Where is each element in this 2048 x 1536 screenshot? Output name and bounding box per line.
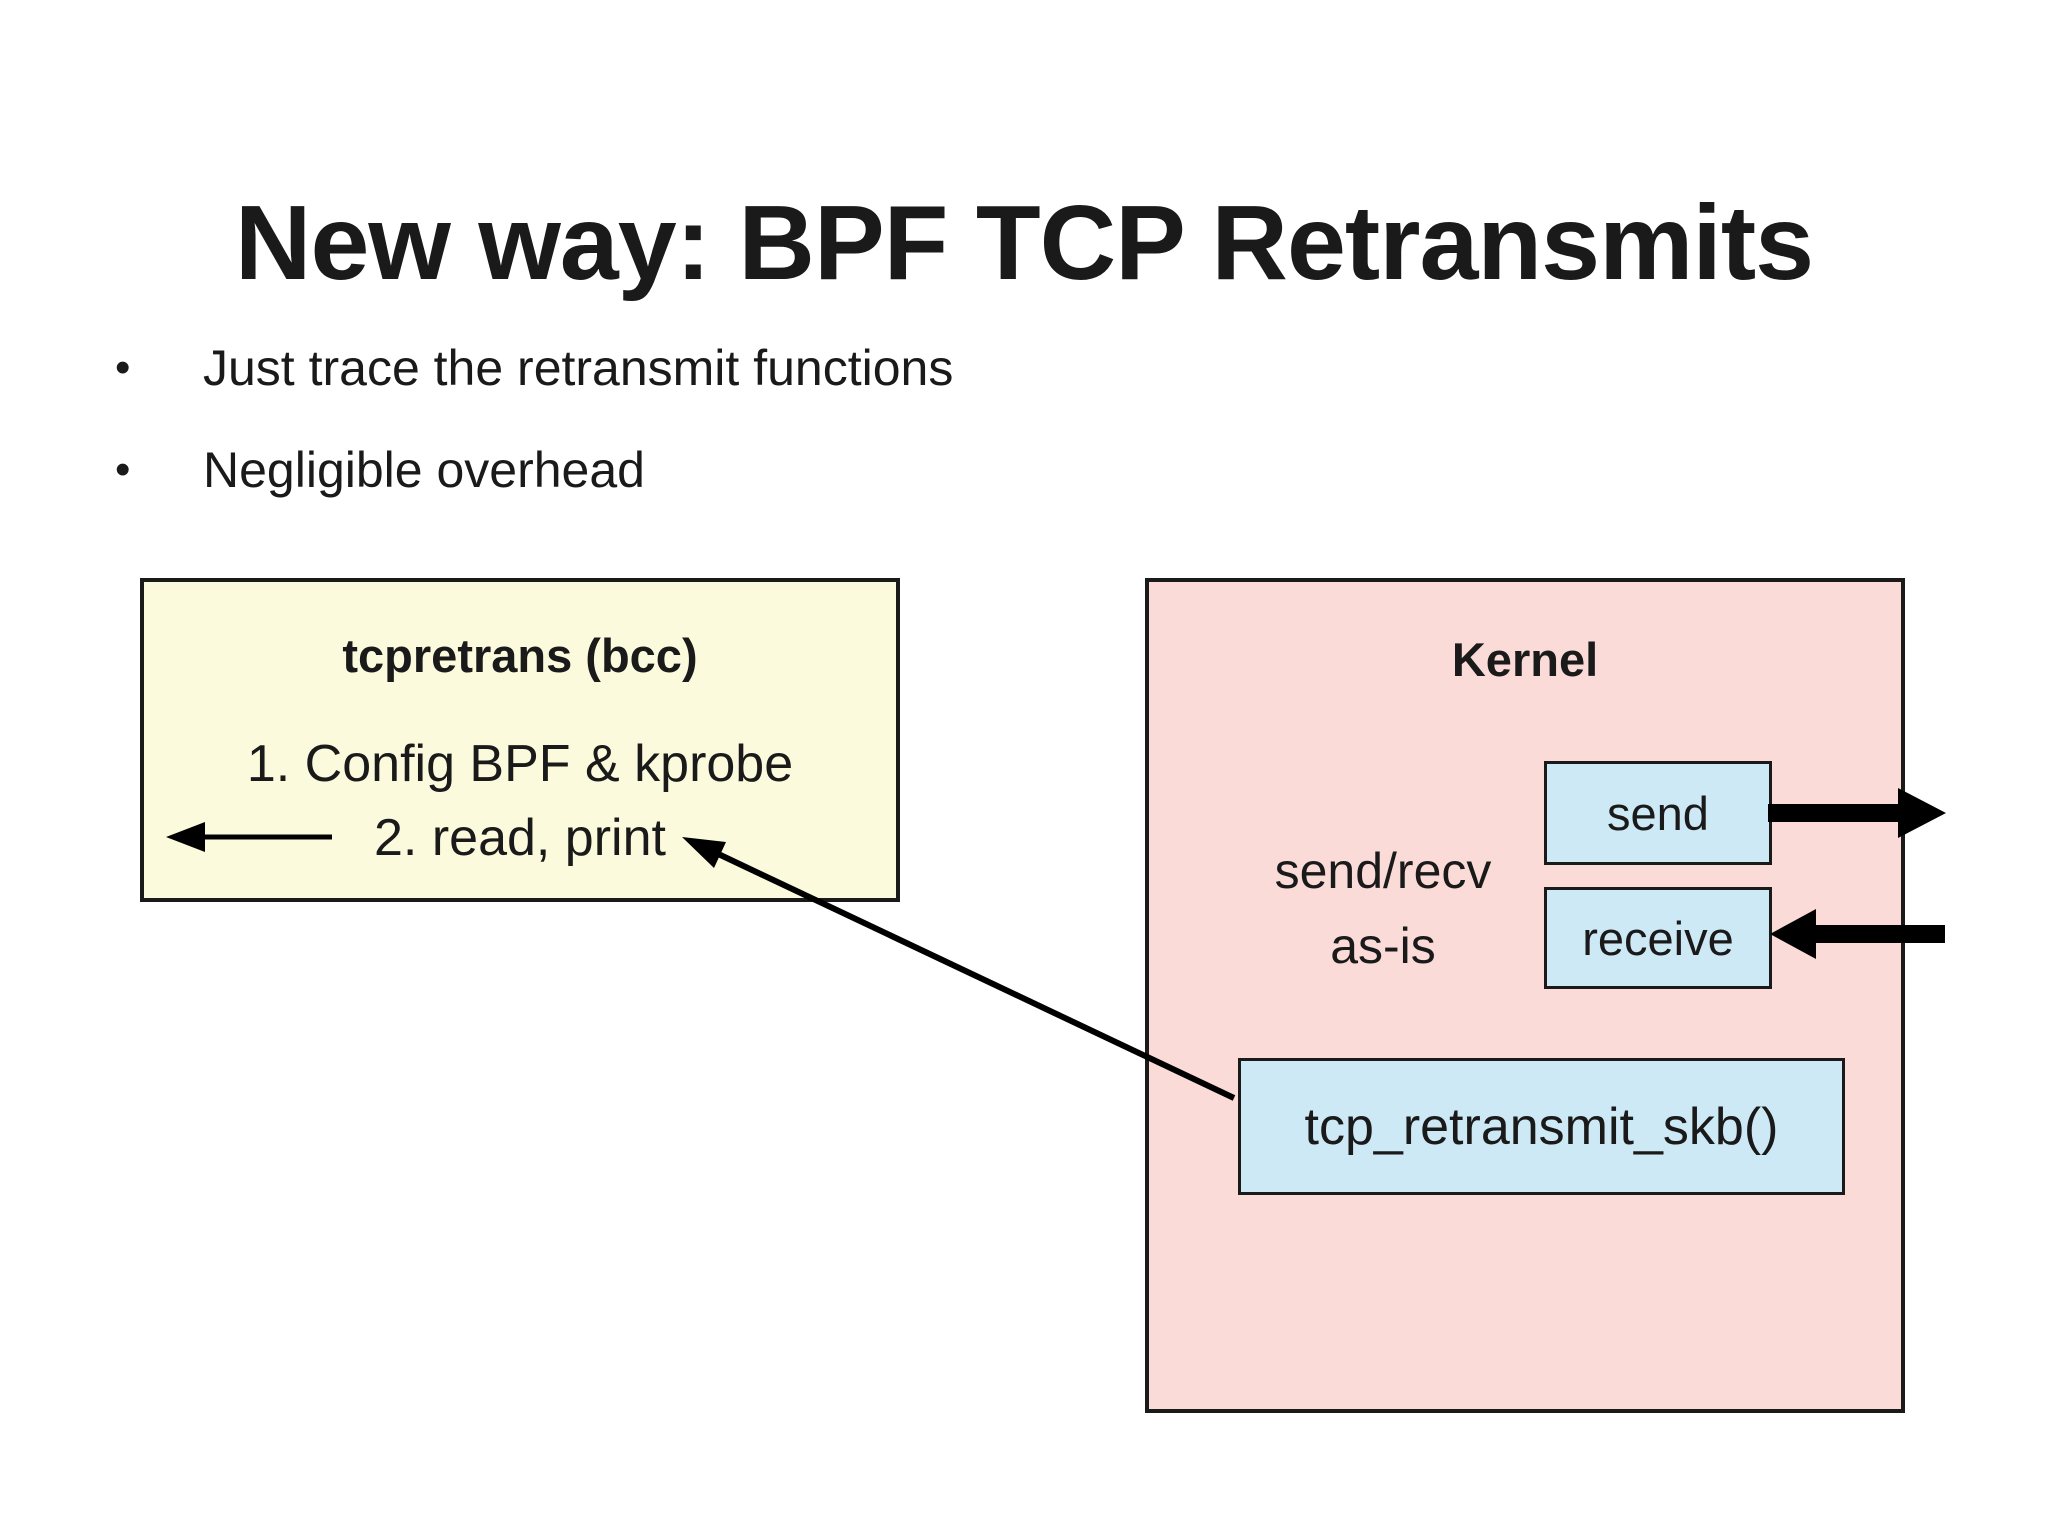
side-label-line1: send/recv [1274,843,1492,899]
kernel-box: Kernel send/recv as-is send receive tcp_… [1145,578,1905,1413]
bullet-list: • Just trace the retransmit functions • … [105,317,953,521]
bullet-text: Just trace the retransmit functions [203,340,954,396]
retransmit-box-label: tcp_retransmit_skb() [1304,1097,1779,1156]
bullet-dot-icon: • [115,445,131,494]
side-label-line2: as-is [1330,918,1436,974]
tool-step-config: 1. Config BPF & kprobe [246,735,794,793]
send-box-label: send [1607,786,1709,840]
retransmit-box: tcp_retransmit_skb() [1238,1058,1845,1195]
bullet-item: • Negligible overhead [105,419,953,521]
receive-box: receive [1544,887,1772,989]
tool-step-read-print: 2. read, print [374,809,666,867]
receive-box-label: receive [1582,911,1734,965]
tcpretrans-box: tcpretrans (bcc) 1. Config BPF & kprobe … [140,578,900,902]
page-title: New way: BPF TCP Retransmits [234,184,1814,303]
bullet-item: • Just trace the retransmit functions [105,317,953,419]
bullet-dot-icon: • [115,343,131,392]
send-box: send [1544,761,1772,865]
kernel-box-title: Kernel [1451,633,1599,686]
tcpretrans-box-title: tcpretrans (bcc) [342,629,698,682]
send-recv-as-is-label: send/recv as-is [1238,834,1528,984]
bullet-text: Negligible overhead [203,442,645,498]
